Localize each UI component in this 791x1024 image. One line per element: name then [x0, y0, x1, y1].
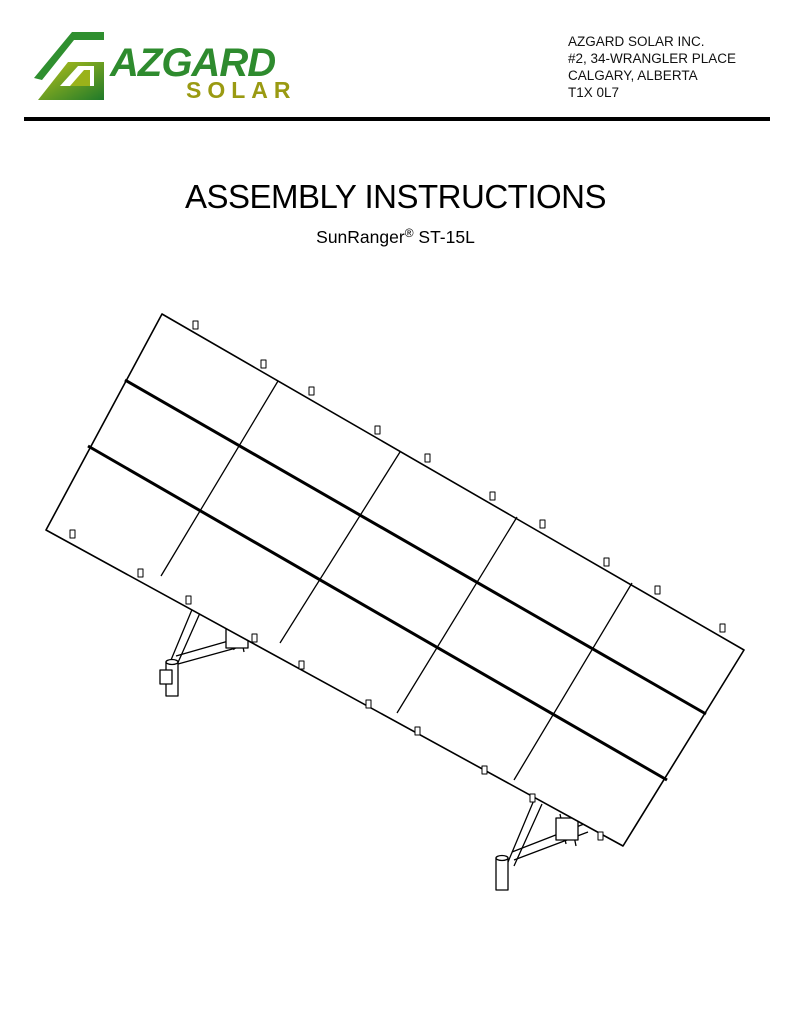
solar-array-illustration: [45, 313, 745, 891]
product-model: ST-15L: [418, 227, 475, 247]
address-line-2: #2, 34-WRANGLER PLACE: [568, 51, 737, 66]
address-line-3: CALGARY, ALBERTA: [568, 68, 698, 83]
registered-mark: ®: [404, 226, 414, 240]
company-address: AZGARD SOLAR INC. #2, 34-WRANGLER PLACE …: [568, 33, 736, 101]
row-divider-1: [124, 378, 707, 716]
document-subtitle: SunRanger® ST-15L: [0, 226, 791, 248]
address-line-4: T1X 0L7: [568, 85, 620, 100]
panel-frame: [45, 313, 745, 847]
logo-sub-text: SOLAR: [186, 77, 297, 103]
column-dividers: [160, 380, 633, 781]
right-support-structure: [495, 795, 611, 891]
header-divider: [24, 117, 770, 121]
panel-clips: [69, 320, 726, 841]
logo-mark-icon: [34, 32, 104, 100]
document-title: ASSEMBLY INSTRUCTIONS: [184, 178, 607, 215]
row-divider-2: [87, 444, 668, 782]
logo-brand-text: AZGARD: [109, 41, 275, 85]
product-name: SunRanger: [316, 227, 405, 247]
address-line-1: AZGARD SOLAR INC.: [568, 34, 705, 49]
azgard-solar-logo: AZGARD SOLAR: [34, 32, 297, 103]
